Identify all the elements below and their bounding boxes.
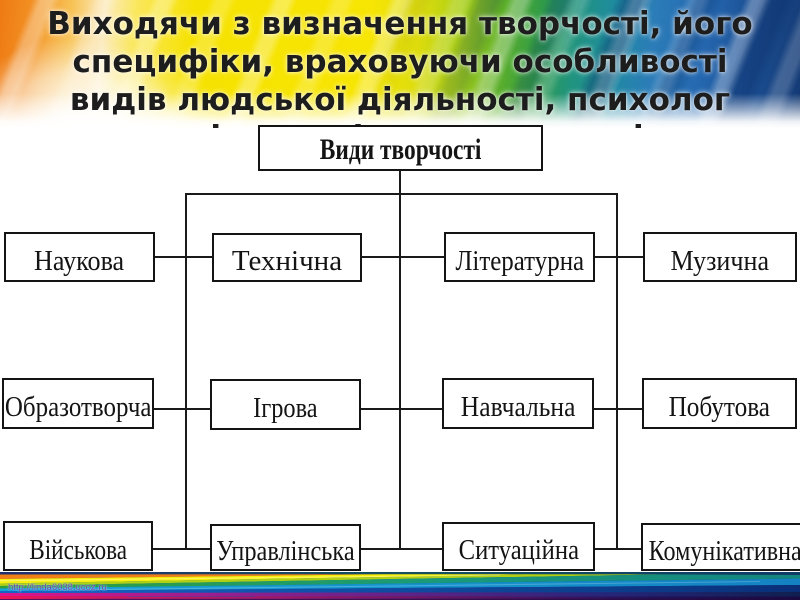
rainbow-stripes-graphic bbox=[0, 572, 800, 600]
node-tekhnichna: Технічна bbox=[212, 233, 362, 282]
node-label: Ситуаційна bbox=[458, 534, 579, 566]
root-node-label: Види творчості bbox=[319, 133, 482, 166]
node-label: Управлінська bbox=[216, 535, 355, 567]
diagram-panel: Види творчості Наукова Технічна Літерату… bbox=[0, 125, 800, 572]
footer-url: http://linda6038.ucoz.ru bbox=[8, 582, 107, 593]
connector-lines bbox=[153, 171, 643, 550]
node-label: Літературна bbox=[455, 244, 584, 277]
node-komunikatyvna: Комунікативна bbox=[641, 523, 800, 571]
node-pobutova: Побутова bbox=[642, 378, 797, 429]
banner-white-fade bbox=[0, 0, 800, 128]
node-label: Ігрова bbox=[253, 392, 318, 424]
node-label: Музична bbox=[670, 244, 770, 277]
title-line-1: Виходячи з визначення творчості, його bbox=[47, 6, 753, 42]
node-muzychna: Музична bbox=[643, 232, 797, 282]
title-line-2: специфіки, враховуючи особливості bbox=[72, 44, 728, 80]
node-literaturna: Літературна bbox=[444, 232, 595, 282]
node-label: Образотворча bbox=[4, 391, 152, 423]
node-ihrova: Ігрова bbox=[210, 379, 361, 430]
node-sytuatsiina: Ситуаційна bbox=[442, 522, 595, 571]
node-viiskova: Військова bbox=[3, 521, 153, 571]
node-label: Наукова bbox=[34, 244, 125, 277]
node-obrazotvorcha: Образотворча bbox=[2, 378, 154, 429]
node-navchalna: Навчальна bbox=[442, 378, 594, 429]
node-naukova: Наукова bbox=[4, 232, 155, 282]
node-label: Навчальна bbox=[460, 391, 576, 423]
root-node-vydy-tvorchosti: Види творчості bbox=[258, 125, 543, 171]
node-label: Технічна bbox=[231, 245, 343, 277]
bottom-rainbow-band: http://linda6038.ucoz.ru bbox=[0, 572, 800, 600]
node-upravlinska: Управлінська bbox=[210, 524, 361, 571]
node-label: Військова bbox=[29, 533, 127, 566]
node-label: Комунікативна bbox=[648, 534, 800, 567]
title-line-3: видів людської діяльності, психолог bbox=[69, 82, 731, 118]
node-label: Побутова bbox=[668, 391, 771, 423]
